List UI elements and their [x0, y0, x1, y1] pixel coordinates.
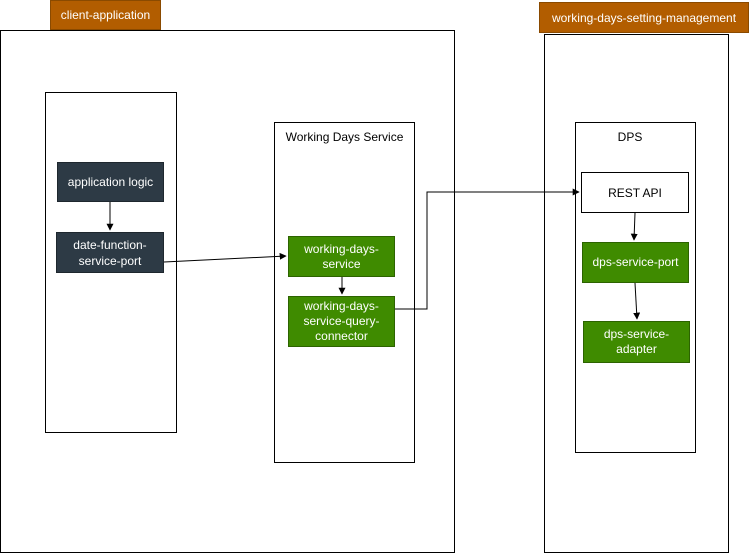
date-function-service-port-node: date-function-service-port [56, 232, 164, 273]
edge-rest-api-to-dps-service-port [630, 212, 638, 241]
working-days-service-title: Working Days Service [285, 130, 404, 144]
edge-port-to-working-days-service [163, 252, 287, 263]
working-days-setting-management-tag: working-days-setting-management [539, 2, 749, 33]
rest-api-node: REST API [581, 172, 689, 213]
dps-service-adapter-node: dps-service-adapter [583, 321, 690, 363]
edge-query-connector-to-rest-api [395, 188, 580, 310]
working-days-service-node: working-days-service [288, 236, 395, 277]
dps-service-port-node: dps-service-port [582, 242, 689, 283]
dps-title: DPS [617, 130, 643, 144]
client-application-tag: client-application [50, 0, 161, 30]
edge-dps-service-port-to-adapter [633, 282, 641, 320]
application-logic-node: application logic [57, 162, 164, 202]
working-days-service-query-connector-node: working-days-service-query-connector [288, 296, 395, 347]
